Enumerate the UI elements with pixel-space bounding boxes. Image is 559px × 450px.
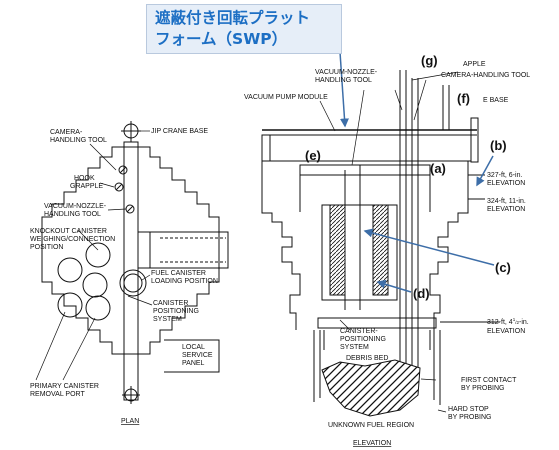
marker-e: (e): [305, 148, 321, 163]
elev-vacuum-tool-label-1: VACUUM-NOZZLE-: [315, 69, 378, 76]
plan-camera-tool-label-2: HANDLING TOOL: [50, 137, 107, 144]
plan-knockout-label-2: WEIGHING/CONNECTION: [30, 236, 115, 243]
plan-view: [35, 121, 229, 404]
debris-bed: [321, 359, 421, 417]
elev-canister-pos-label-3: SYSTEM: [340, 344, 369, 351]
plan-vacuum-tool-label-1: VACUUM-NOZZLE-: [44, 203, 107, 210]
plan-vacuum-tool-label-2: HANDLING TOOL: [44, 211, 101, 218]
marker-a: (a): [430, 161, 446, 176]
plan-hook-label-2: GRAPPLE: [70, 183, 103, 190]
marker-d: (d): [413, 286, 430, 301]
elevation-caption: ELEVATION: [353, 440, 391, 447]
plan-fuel-canister-label-2: LOADING POSITION: [151, 278, 218, 285]
swp-callout-box: 遮蔽付き回転プラット フォーム（SWP）: [146, 4, 342, 54]
elev-327-label-2: ELEVATION: [487, 180, 525, 187]
elev-canister-pos-label-2: POSITIONING: [340, 336, 386, 343]
plan-camera-tool-label-1: CAMERA-: [50, 129, 83, 136]
elev-unknown-fuel-label: UNKNOWN FUEL REGION: [328, 422, 414, 429]
plan-primary-label-2: REMOVAL PORT: [30, 391, 85, 398]
plan-canister-pos-label-2: POSITIONING: [153, 308, 199, 315]
plan-fuel-canister-label-1: FUEL CANISTER: [151, 270, 206, 277]
elev-324-label-1: 324-ft, 11-in.: [487, 198, 526, 205]
elev-jib-base-label: E BASE: [483, 97, 509, 104]
callout-arrows: [339, 51, 495, 293]
marker-f: (f): [457, 91, 470, 106]
plan-leaders: [35, 130, 153, 381]
elev-vacuum-pump-label: VACUUM PUMP MODULE: [244, 94, 328, 101]
swp-callout-line-1: 遮蔽付き回転プラット: [155, 9, 311, 27]
plan-primary-label-1: PRIMARY CANISTER: [30, 383, 99, 390]
plan-caption: PLAN: [121, 418, 139, 425]
elev-camera-tool-label: CAMERA-HANDLING TOOL: [441, 72, 530, 79]
plan-lsp-label-1: LOCAL: [182, 344, 205, 351]
elev-312-label-2: ELEVATION: [487, 328, 525, 335]
elev-grapple-label: APPLE: [463, 61, 486, 68]
plan-canister-pos-label-3: SYSTEM: [153, 316, 182, 323]
elev-debris-bed-label: DEBRIS BED: [346, 355, 388, 362]
plan-hook-label-1: HOOK: [74, 175, 95, 182]
plan-lsp-label-2: SERVICE: [182, 352, 213, 359]
elevation-view: [261, 70, 500, 417]
plan-knockout-label-3: POSITION: [30, 244, 63, 251]
plan-jip-crane-label: JIP CRANE BASE: [151, 128, 208, 135]
elevation-leaders: [319, 71, 459, 413]
elev-hard-stop-label-2: BY PROBING: [448, 414, 491, 421]
elev-312-label-1: 312-ft, 41/2-in.: [487, 317, 529, 326]
elev-327-label-1: 327-ft, 6-in.: [487, 172, 522, 179]
plan-canister-pos-label-1: CANISTER: [153, 300, 188, 307]
plan-outline: [41, 146, 220, 355]
elev-vacuum-tool-label-2: HANDLING TOOL: [315, 77, 372, 84]
elev-324-label-2: ELEVATION: [487, 206, 525, 213]
marker-g: (g): [421, 53, 438, 68]
elev-canister-pos-label-1: CANISTER-: [340, 328, 378, 335]
swp-callout-line-2: フォーム（SWP）: [155, 30, 288, 48]
swp-callout-text: 遮蔽付き回転プラット フォーム（SWP）: [155, 8, 310, 50]
marker-b: (b): [490, 138, 507, 153]
elev-hard-stop-label-1: HARD STOP: [448, 406, 489, 413]
plan-lsp-label-3: PANEL: [182, 360, 205, 367]
elev-first-contact-label-1: FIRST CONTACT: [461, 377, 517, 384]
marker-c: (c): [495, 260, 511, 275]
plan-knockout-label-1: KNOCKOUT CANISTER: [30, 228, 107, 235]
elev-first-contact-label-2: BY PROBING: [461, 385, 504, 392]
